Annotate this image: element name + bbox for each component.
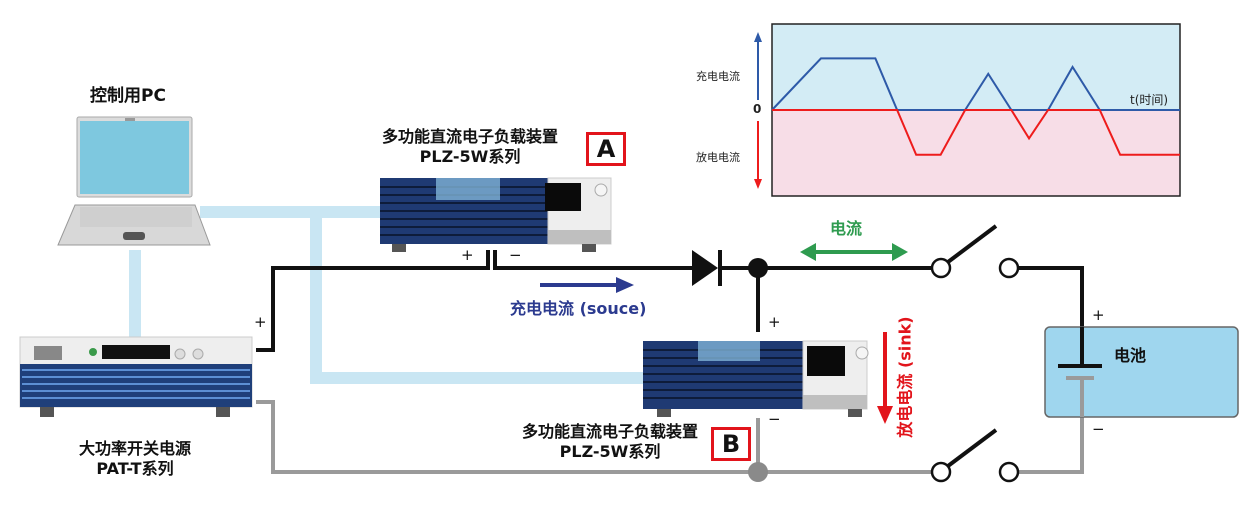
chart-charge-region <box>772 24 1180 110</box>
switch-bottom[interactable] <box>930 428 1020 483</box>
chart-discharge-region <box>772 110 1180 196</box>
load-a-minus: − <box>509 246 522 264</box>
signal-lines <box>129 206 646 384</box>
chart-series-discharge <box>772 109 1180 156</box>
pc-label: 控制用PC <box>90 86 166 106</box>
current-waveform-chart <box>754 23 1181 197</box>
chart-ylabel-bottom: 放电电流 <box>696 151 740 164</box>
load-b-plus: + <box>768 313 781 331</box>
load-a-title: 多功能直流电子负载装置 <box>381 127 558 146</box>
chart-ylabel-top: 充电电流 <box>696 70 740 83</box>
load-a-device-icon <box>380 177 612 252</box>
load-b-series: PLZ-5W系列 <box>559 442 661 461</box>
power-supply-title: 大功率开关电源 <box>78 439 191 458</box>
battery-box <box>1044 326 1239 418</box>
load-b-minus: − <box>768 410 781 428</box>
current-label: 电流 <box>830 219 863 238</box>
chart-xlabel: t(时间) <box>1130 93 1169 107</box>
charge-arrow-icon <box>540 277 634 293</box>
load-b-label: 多功能直流电子负载装置 PLZ-5W系列 <box>495 422 725 462</box>
current-bidirectional-arrow-icon <box>800 243 908 261</box>
load-a-label: 多功能直流电子负载装置 PLZ-5W系列 <box>355 127 585 167</box>
load-b-tag: B <box>711 427 751 461</box>
battery-icon <box>1058 327 1102 417</box>
laptop-icon <box>57 116 211 246</box>
load-b-device-icon <box>643 340 869 417</box>
battery-label: 电池 <box>1114 346 1147 365</box>
junction-node-top <box>748 258 768 278</box>
discharge-current-label: 放电电流 (sink) <box>895 316 915 438</box>
chart-zero-label: 0 <box>753 102 762 116</box>
power-supply-label: 大功率开关电源 PAT-T系列 <box>50 439 220 479</box>
switch-top[interactable] <box>930 224 1020 279</box>
battery-minus: − <box>1092 420 1105 438</box>
load-b-title: 多功能直流电子负载装置 <box>521 422 698 441</box>
y-axis-up-arrow-icon <box>754 32 762 42</box>
charge-current-label: 充电电流 (souce) <box>510 299 647 318</box>
chart-series-charge <box>771 57 1180 111</box>
load-a-tag: A <box>586 132 626 166</box>
y-axis-down-arrow-icon <box>754 179 762 189</box>
battery-plus: + <box>1092 306 1105 324</box>
psu-plus: + <box>254 313 267 331</box>
power-supply-device-icon <box>19 336 253 417</box>
junction-node-bottom <box>748 462 768 482</box>
power-supply-series: PAT-T系列 <box>96 459 174 478</box>
load-a-series: PLZ-5W系列 <box>419 147 521 166</box>
diode-icon <box>692 250 722 286</box>
discharge-arrow-icon <box>877 332 893 424</box>
load-a-plus: + <box>461 246 474 264</box>
